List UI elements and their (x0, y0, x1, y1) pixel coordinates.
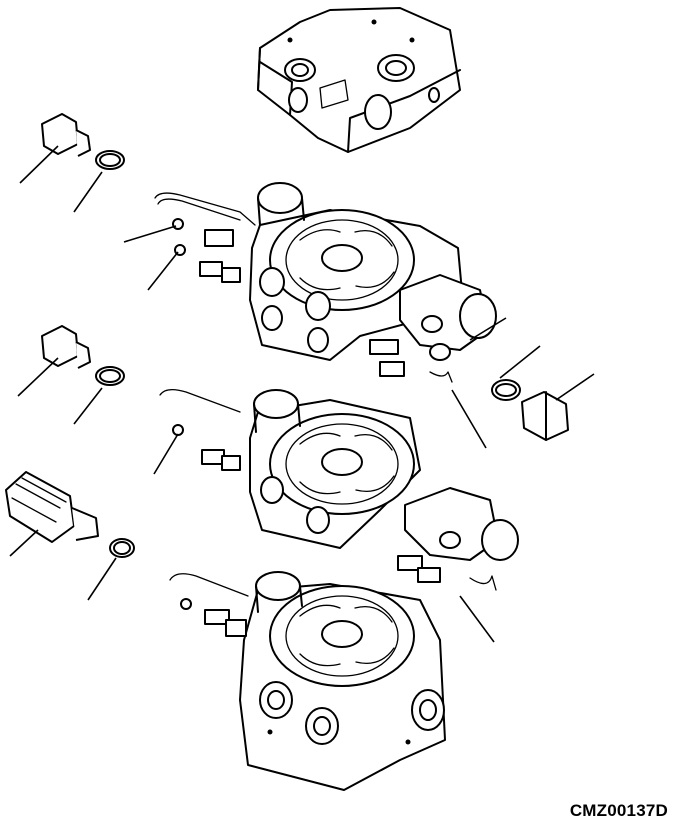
valve-section-upper (154, 182, 497, 383)
valve-section-lower (169, 571, 446, 791)
left-plug-top (41, 113, 125, 170)
left-cartridge-bottom (5, 471, 135, 558)
right-plug (491, 379, 569, 441)
leader-lines (9, 145, 595, 643)
figure-code: CMZ00137D (569, 801, 668, 820)
left-plug-middle (41, 325, 125, 386)
top-cover-block (257, 7, 461, 153)
valve-section-middle (159, 388, 519, 591)
